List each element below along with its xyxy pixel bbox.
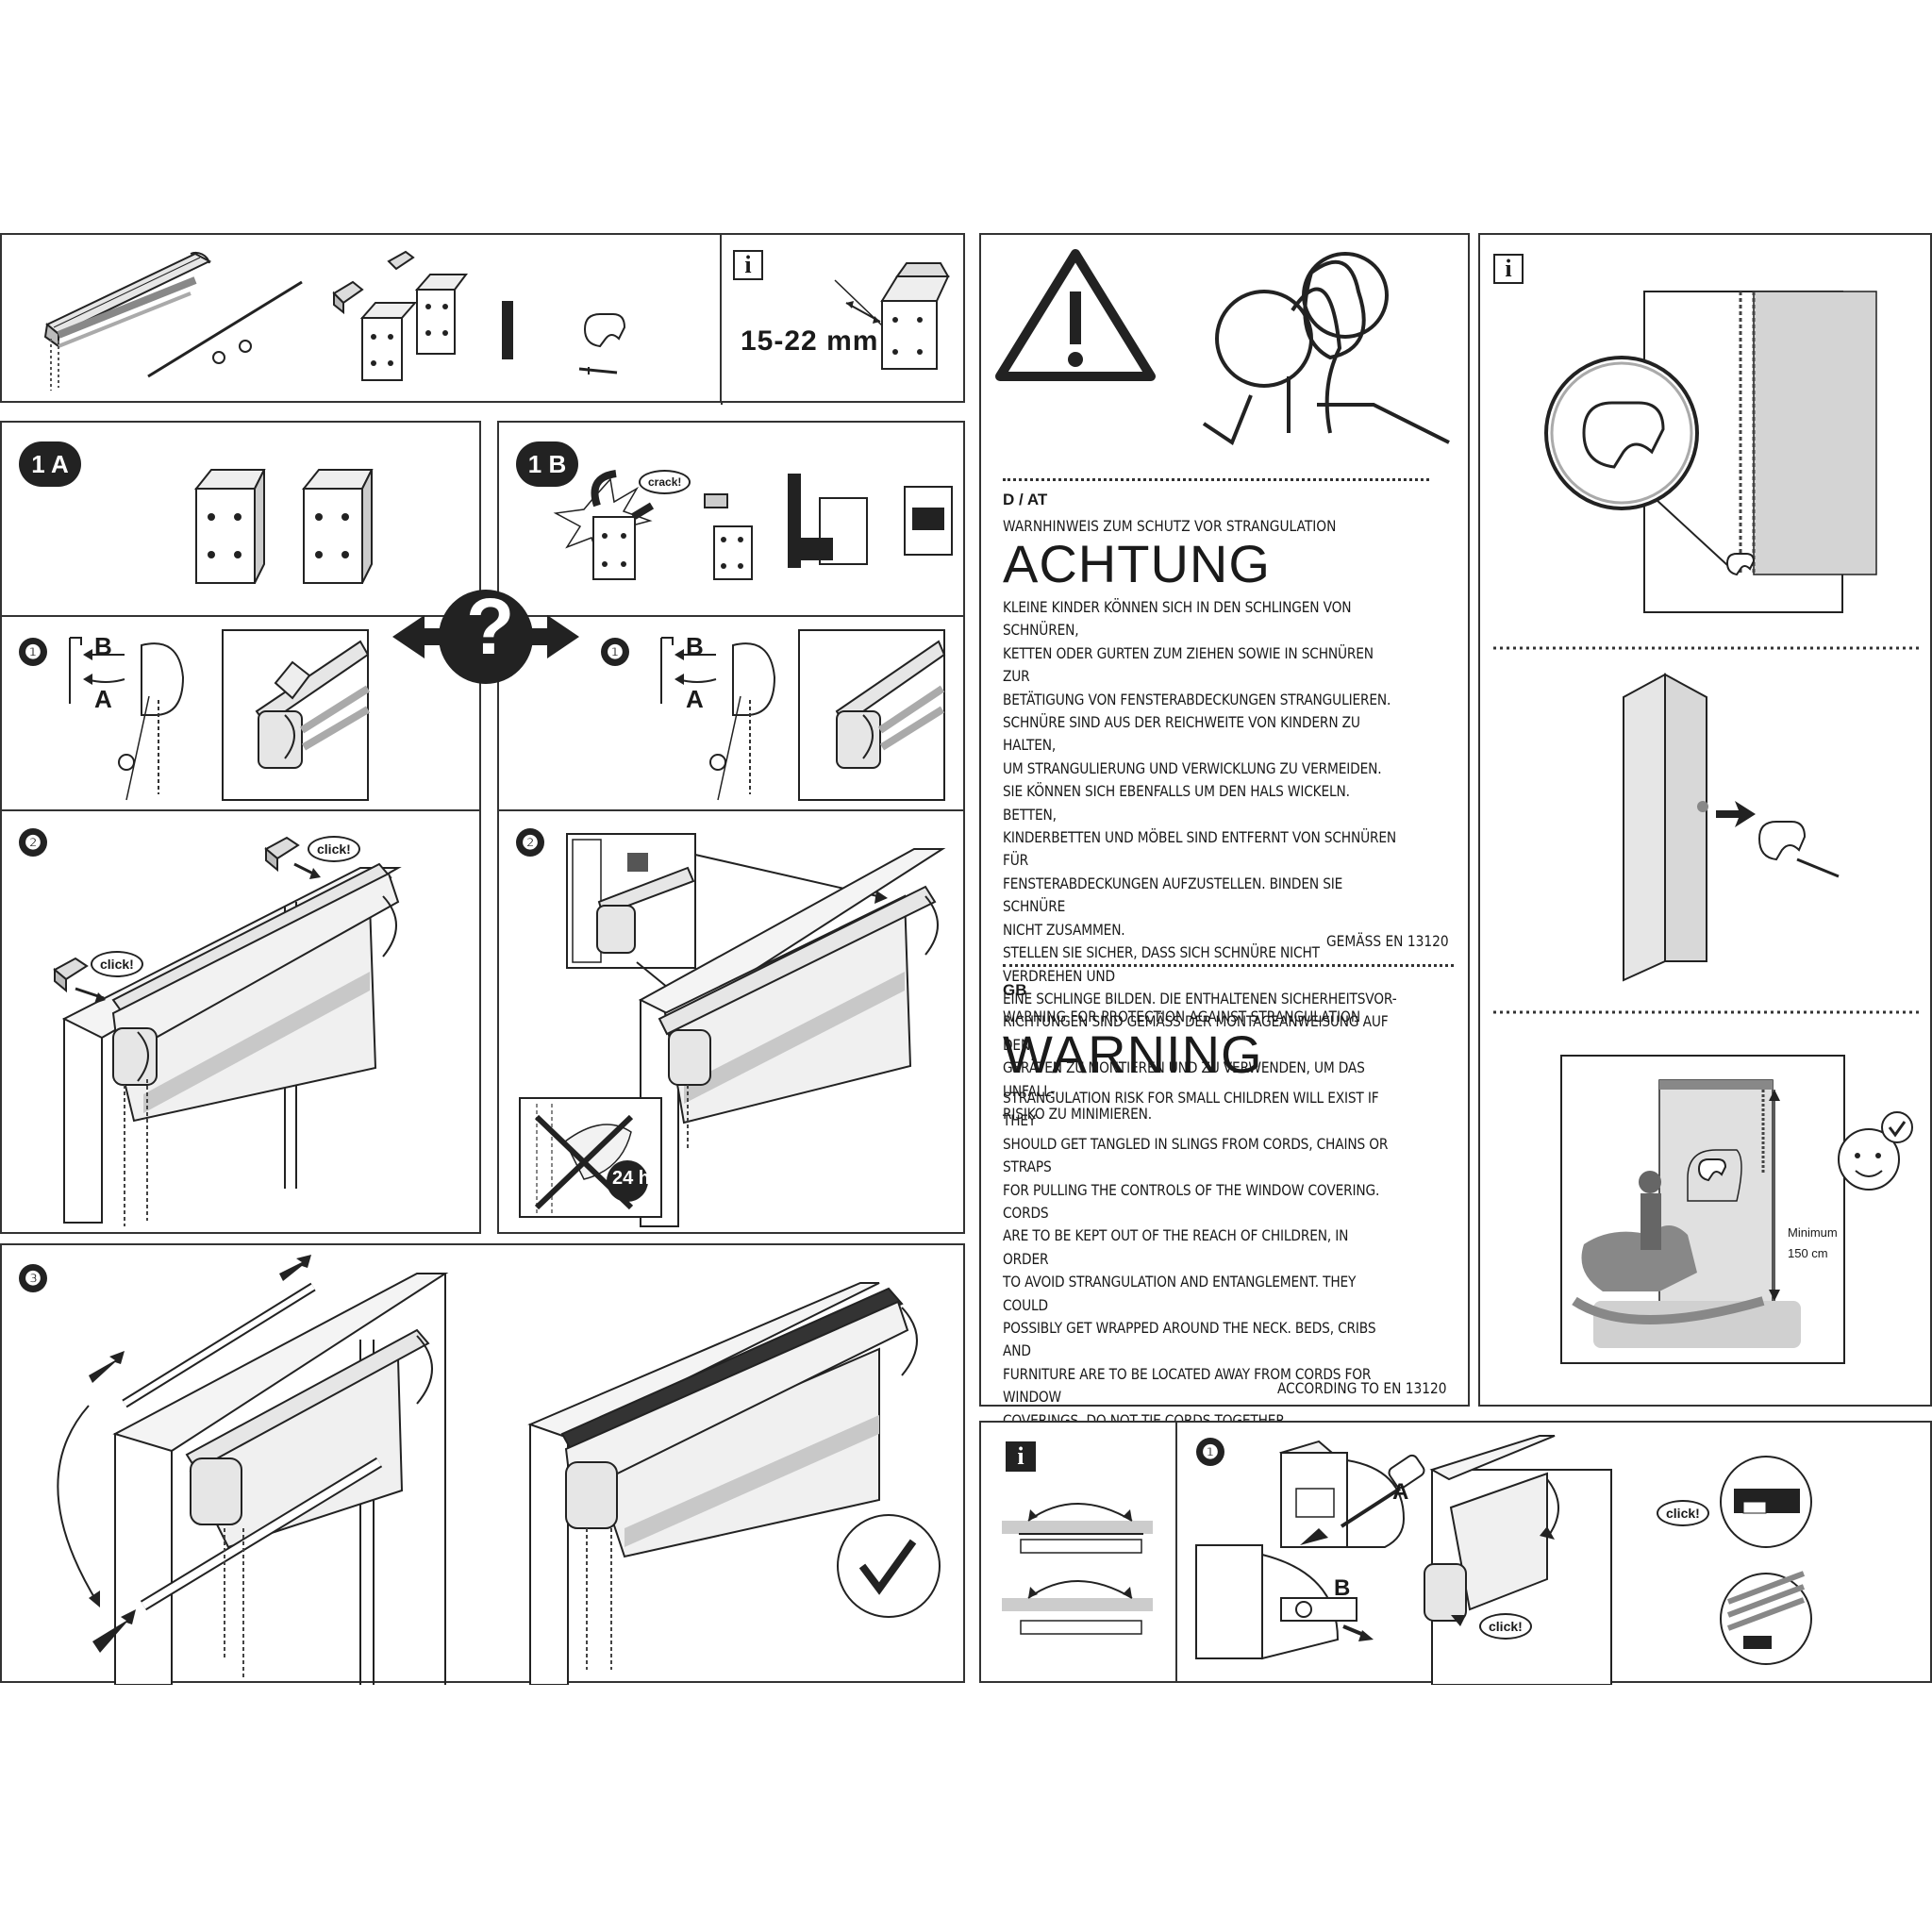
roller-tube-part	[43, 251, 212, 391]
step1-left-number: ❶	[19, 638, 47, 666]
rotate-tube-illustration	[1002, 1503, 1153, 1635]
option-1a-panel: 1 A	[0, 421, 481, 617]
hours-badge: 24 h	[612, 1168, 651, 1189]
removal-info-icon: i	[1006, 1441, 1036, 1472]
de-standard: GEMÄSS EN 13120	[1326, 932, 1449, 950]
spacer-part	[502, 301, 513, 359]
removal-label-a: A	[1392, 1479, 1409, 1505]
option-1b-badge: 1 B	[516, 441, 578, 487]
question-mark: ?	[466, 582, 515, 671]
step3-panel: ❸	[0, 1243, 965, 1685]
removal-illustration	[1195, 1435, 1812, 1685]
removal-step-panel: ❶ A B click! click!	[1175, 1421, 1932, 1685]
chain-side-illustration-b	[660, 629, 946, 801]
dimension-label: 15-22 mm	[741, 325, 879, 357]
parts-illustration	[43, 235, 723, 405]
step2-left-panel: ❷ click! click!	[0, 809, 481, 1234]
de-subtitle: WARNHINWEIS ZUM SCHUTZ VOR STRANGULATION	[1003, 517, 1337, 535]
click-callout-2: click!	[308, 836, 360, 862]
bracket-right	[301, 469, 374, 584]
chain-holder-part	[578, 313, 626, 375]
bracket-measure-illustration	[834, 262, 950, 370]
brackets-illustration	[193, 469, 374, 584]
info-dimension-panel: i 15-22 mm	[720, 233, 965, 403]
arrow-a-label-right: A	[686, 685, 704, 713]
gb-heading: WARNING	[1003, 1024, 1263, 1084]
removal-click-1: click!	[1657, 1500, 1709, 1526]
crack-callout: crack!	[639, 470, 691, 494]
bracket-left	[193, 469, 266, 584]
mount-clips-illustration	[53, 836, 402, 1226]
warning-panel	[979, 233, 1470, 1407]
step2-left-number: ❷	[19, 828, 47, 857]
chain-side-illustration	[69, 629, 371, 801]
option-1a-badge: 1 A	[19, 441, 81, 487]
divider-1	[1003, 478, 1429, 481]
minimum-label: Minimum	[1788, 1225, 1838, 1240]
parts-panel	[0, 233, 723, 405]
rod-insertion-illustration	[57, 1255, 941, 1685]
divider-2	[1003, 964, 1454, 967]
choice-arrow	[392, 590, 579, 684]
step2-right-number: ❷	[516, 828, 544, 857]
clip-parts	[332, 250, 468, 381]
de-heading: ACHTUNG	[1003, 534, 1271, 593]
safety-info-icon: i	[1493, 254, 1524, 284]
step1-right-number: ❶	[601, 638, 629, 666]
step1-right-panel: ❶ B A	[497, 615, 965, 811]
rod-part	[147, 280, 303, 378]
de-lang-label: D / AT	[1003, 491, 1048, 508]
de-body: KLEINE KINDER KÖNNEN SICH IN DEN SCHLING…	[1003, 598, 1397, 1123]
gb-standard: ACCORDING TO EN 13120	[1277, 1379, 1447, 1397]
arrow-a-label: A	[94, 685, 112, 713]
step1-left-panel: ❶ B A	[0, 615, 481, 811]
safety-device-illustration	[1493, 291, 1920, 1364]
arrow-b-label: B	[94, 632, 112, 660]
arrow-b-label-right: B	[686, 632, 704, 660]
step3-number: ❸	[19, 1264, 47, 1292]
removal-click-2: click!	[1479, 1613, 1532, 1640]
step2-right-panel: ❷ 24 h 24 h	[497, 809, 965, 1234]
removal-info-panel: i	[979, 1421, 1177, 1683]
gb-lang-label: GB	[1003, 981, 1027, 999]
minimum-value: 150 cm	[1788, 1246, 1828, 1260]
info-icon: i	[733, 250, 763, 280]
click-callout-1: click!	[91, 951, 143, 977]
snap-in-illustration	[519, 833, 946, 1227]
strangulation-pictogram	[995, 249, 1450, 446]
safety-device-panel: i Minimum 150 cm	[1478, 233, 1932, 1407]
removal-label-b: B	[1334, 1575, 1351, 1601]
option-1b-panel: 1 B crack!	[497, 421, 965, 617]
gb-subtitle: WARNING FOR PROTECTION AGAINST STRANGULA…	[1003, 1008, 1361, 1025]
break-bracket-illustration	[553, 470, 953, 580]
removal-step-number: ❶	[1196, 1438, 1224, 1466]
